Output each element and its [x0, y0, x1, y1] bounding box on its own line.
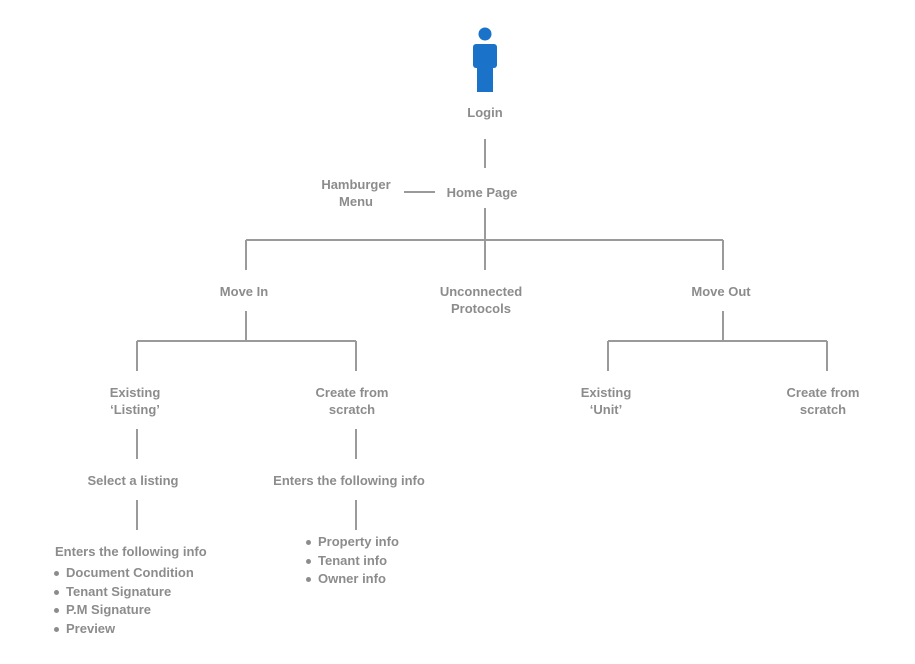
user-icon — [473, 27, 497, 92]
node-hamburger-menu: Hamburger Menu — [321, 177, 391, 209]
node-move-out: Move Out — [691, 284, 751, 299]
listing-info-list: Document Condition Tenant Signature P.M … — [54, 564, 194, 639]
connector-lines — [136, 139, 828, 530]
list-item: Tenant info — [306, 552, 399, 571]
scratch-info-list: Property info Tenant info Owner info — [306, 533, 399, 589]
node-create-from-scratch-move-out: Create from scratch — [786, 385, 860, 417]
node-create-from-scratch-move-in: Create from scratch — [315, 385, 389, 417]
node-select-a-listing: Select a listing — [87, 473, 179, 488]
list-item: Owner info — [306, 570, 399, 589]
node-unconnected-protocols: Unconnected Protocols — [439, 284, 523, 316]
list-item: Preview — [54, 620, 194, 639]
node-existing-unit: Existing ‘Unit’ — [580, 385, 632, 417]
node-enters-info-scratch: Enters the following info — [273, 473, 425, 488]
node-home-page: Home Page — [446, 185, 518, 200]
node-existing-listing: Existing ‘Listing’ — [109, 385, 161, 417]
list-item: Document Condition — [54, 564, 194, 583]
list-item: P.M Signature — [54, 601, 194, 620]
list-item: Tenant Signature — [54, 583, 194, 602]
list-item: Property info — [306, 533, 399, 552]
node-move-in: Move In — [219, 284, 269, 299]
node-login: Login — [467, 105, 503, 120]
node-enters-info-listing: Enters the following info — [55, 544, 207, 559]
